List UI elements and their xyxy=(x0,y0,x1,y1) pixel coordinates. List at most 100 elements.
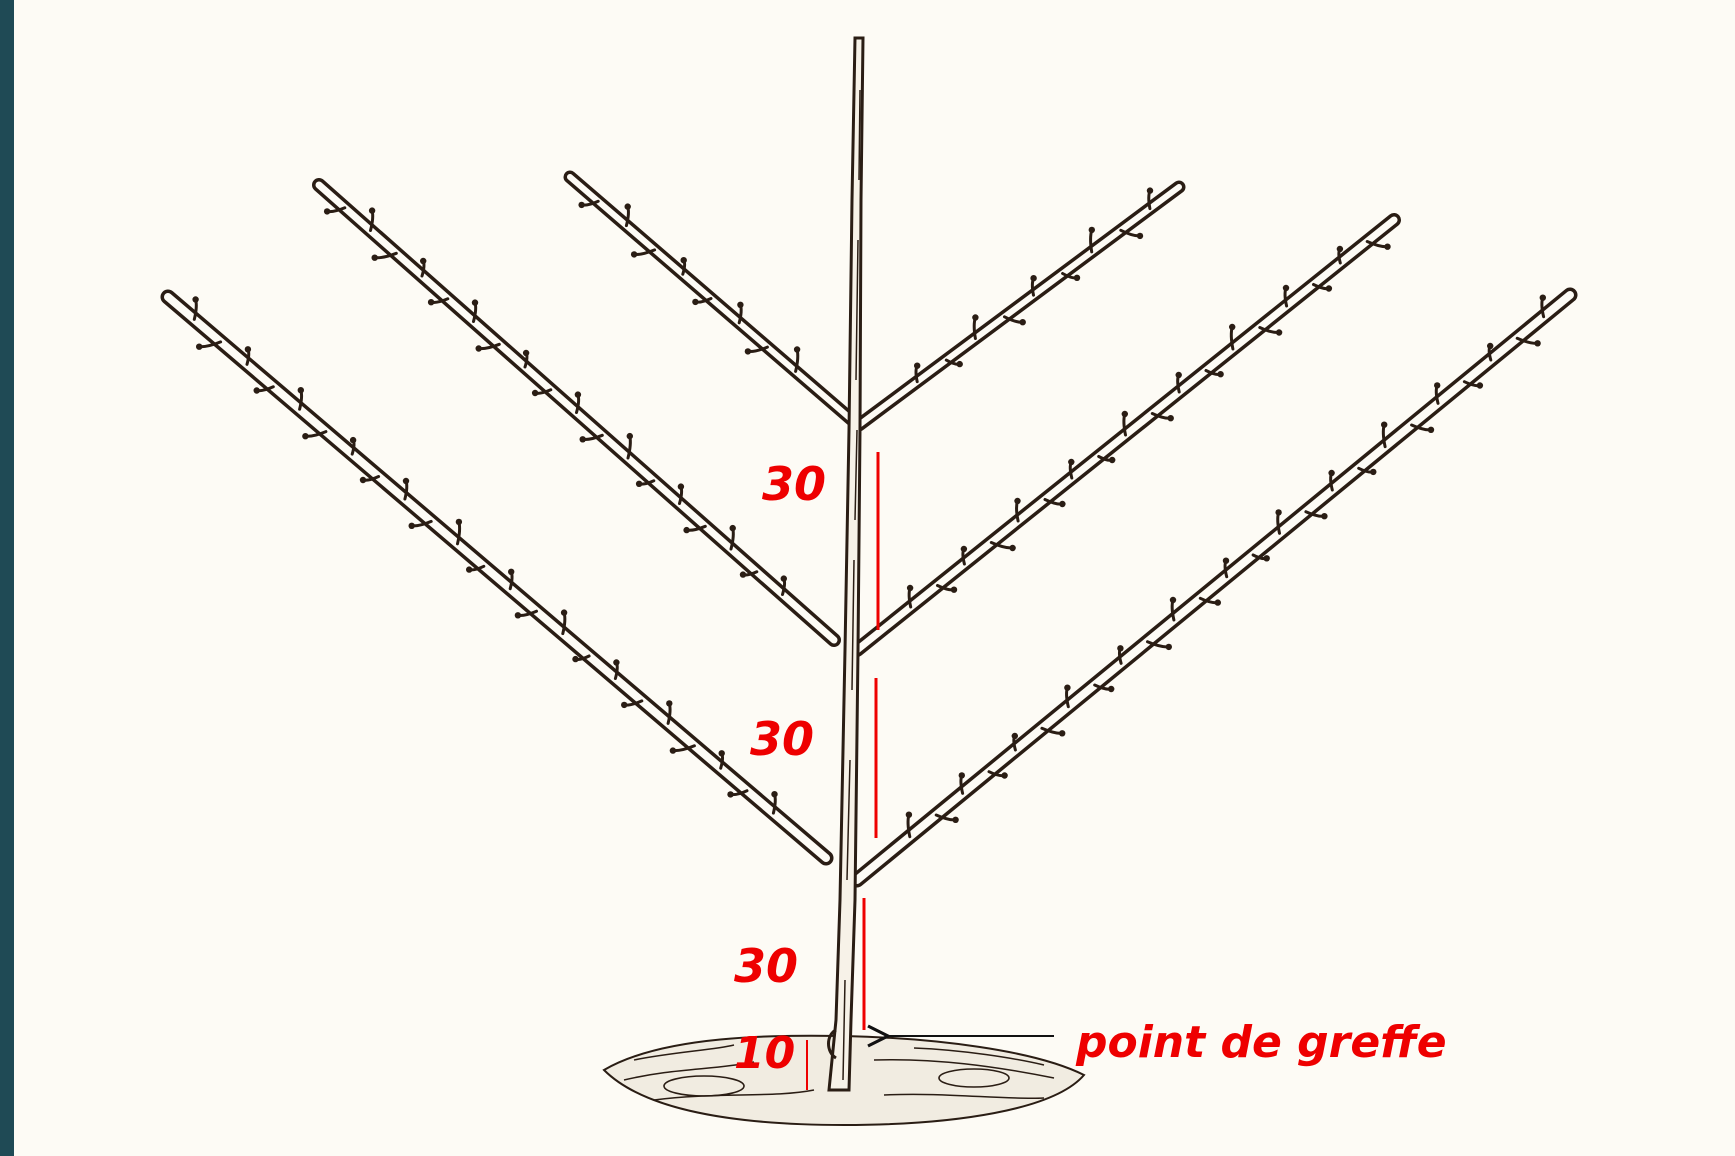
bud xyxy=(1011,732,1018,740)
bud xyxy=(1019,319,1026,326)
bud xyxy=(1534,340,1541,347)
bud xyxy=(626,432,633,440)
bud xyxy=(427,299,435,306)
bud xyxy=(1222,557,1230,564)
bud xyxy=(1068,458,1075,466)
bud xyxy=(956,360,963,368)
bud xyxy=(466,566,473,573)
bud xyxy=(455,518,463,526)
bud xyxy=(613,659,620,666)
branch-tier-3-right xyxy=(852,180,1186,432)
bud xyxy=(1117,645,1124,652)
bud xyxy=(244,346,252,353)
bud xyxy=(349,436,357,444)
bud xyxy=(793,346,801,353)
bud xyxy=(621,701,628,709)
bud xyxy=(1381,421,1388,428)
bud xyxy=(666,700,673,707)
bud xyxy=(1165,643,1173,651)
spur xyxy=(626,434,632,460)
spur xyxy=(794,348,800,373)
bud xyxy=(1001,772,1008,779)
trunk xyxy=(827,36,865,1092)
bud xyxy=(572,655,579,663)
bud xyxy=(680,257,687,264)
bud xyxy=(1275,509,1282,516)
bud xyxy=(297,387,304,394)
bud xyxy=(1109,456,1116,464)
bud xyxy=(402,477,410,485)
bud xyxy=(960,545,968,553)
bud xyxy=(368,207,376,214)
tree-diagram: 30 30 30 10 point de greffe xyxy=(160,36,1578,1127)
bud xyxy=(1427,426,1435,433)
bud xyxy=(669,747,677,754)
bud xyxy=(1487,342,1494,350)
bud xyxy=(323,208,331,215)
branch-tier-1-right xyxy=(849,287,1578,888)
diagram-frame: 30 30 30 10 point de greffe xyxy=(14,0,1735,1156)
bud xyxy=(744,348,752,355)
bud xyxy=(780,575,787,582)
bud xyxy=(1370,468,1377,476)
bud xyxy=(1229,323,1236,331)
bud xyxy=(192,296,199,303)
spur xyxy=(1229,325,1235,351)
bud xyxy=(1009,544,1016,552)
bud xyxy=(739,571,747,578)
bud xyxy=(771,791,778,798)
bud xyxy=(1108,685,1115,693)
bud xyxy=(1275,329,1283,336)
bud xyxy=(531,389,539,397)
bud xyxy=(1014,497,1021,505)
bud xyxy=(972,314,979,321)
bud xyxy=(677,483,685,490)
bud xyxy=(729,524,736,532)
bud xyxy=(196,343,203,350)
spur xyxy=(906,813,912,839)
bud xyxy=(579,436,586,443)
bud xyxy=(359,476,367,484)
bud xyxy=(737,301,744,308)
bud xyxy=(905,811,913,818)
measure-label-lower: 30 xyxy=(734,939,798,993)
bud xyxy=(1328,469,1335,477)
bud xyxy=(1059,730,1066,737)
measure-label-top: 30 xyxy=(762,457,826,511)
bud xyxy=(1146,187,1154,194)
bud xyxy=(475,345,482,352)
fruit-spurs xyxy=(192,187,1547,839)
bud xyxy=(420,257,427,265)
bud xyxy=(1282,284,1290,292)
bud xyxy=(1088,226,1096,234)
bud xyxy=(1121,410,1129,418)
bud xyxy=(1059,500,1066,508)
bud xyxy=(578,201,585,209)
bud xyxy=(514,612,522,619)
bud xyxy=(1476,382,1484,389)
bud xyxy=(630,251,638,258)
bud xyxy=(958,772,965,779)
bud xyxy=(950,586,958,593)
bud xyxy=(1539,294,1547,301)
bud xyxy=(522,349,530,357)
graft-point-label: point de greffe xyxy=(1075,1017,1447,1068)
bud xyxy=(574,391,582,398)
bud xyxy=(683,526,690,534)
bud xyxy=(253,387,260,394)
bud xyxy=(1167,415,1174,422)
spur xyxy=(1381,423,1387,449)
bud xyxy=(1434,382,1441,389)
bud xyxy=(302,433,309,440)
bud xyxy=(624,203,631,210)
bud xyxy=(508,568,515,575)
spur xyxy=(456,520,462,546)
bud xyxy=(727,791,734,798)
measure-label-graft: 10 xyxy=(734,1028,795,1079)
bud xyxy=(1325,285,1333,292)
branch-tier-1-left xyxy=(160,289,834,866)
bud xyxy=(1136,232,1144,240)
bud xyxy=(1175,371,1182,379)
bud xyxy=(408,522,415,529)
bud xyxy=(1064,684,1071,691)
